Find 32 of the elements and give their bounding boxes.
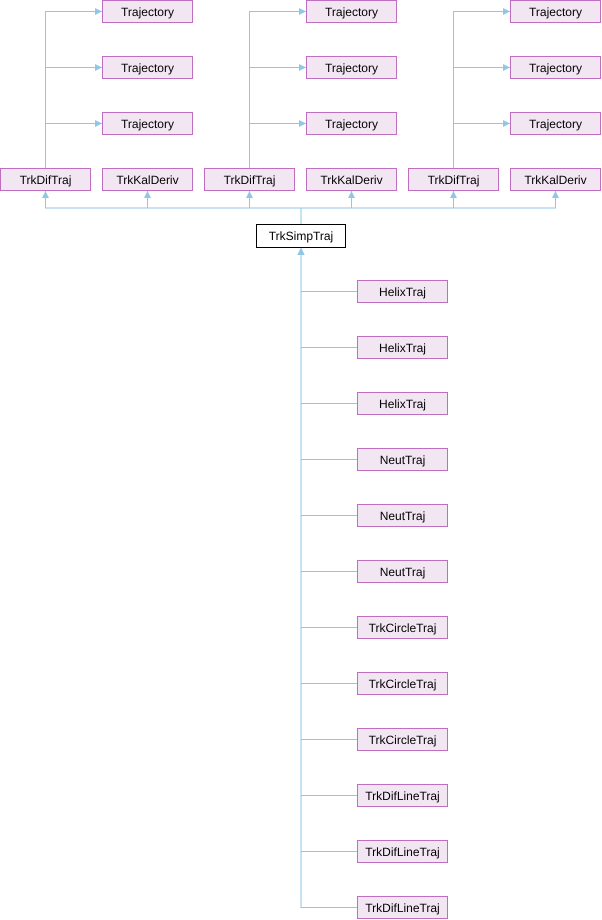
class-box: Trajectory [306,112,397,135]
class-box: TrkKalDeriv [102,168,193,191]
class-box: NeutTraj [357,560,448,583]
class-box: Trajectory [306,56,397,79]
class-box: TrkCircleTraj [357,616,448,639]
class-box: TrkDifLineTraj [357,784,448,807]
inheritance-arrow [453,120,510,168]
class-box: NeutTraj [357,448,448,471]
class-box: Trajectory [510,112,601,135]
class-box: Trajectory [510,56,601,79]
class-box: TrkKalDeriv [306,168,397,191]
class-box: TrkDifTraj [0,168,91,191]
class-box: NeutTraj [357,504,448,527]
class-box: Trajectory [102,0,193,23]
inheritance-arrow [249,120,306,168]
class-box: HelixTraj [357,336,448,359]
class-box: Trajectory [306,0,397,23]
inheritance-arrow [300,190,559,224]
class-box: Trajectory [510,0,601,23]
class-box: TrkDifTraj [408,168,499,191]
class-box: TrkKalDeriv [510,168,601,191]
current-class-box: TrkSimpTraj [256,224,346,248]
inheritance-arrow [45,120,102,168]
class-box: TrkDifLineTraj [357,840,448,863]
class-box: TrkDifTraj [204,168,295,191]
class-box: TrkCircleTraj [357,672,448,695]
class-box: TrkDifLineTraj [357,896,448,919]
class-box: Trajectory [102,112,193,135]
class-box: TrkCircleTraj [357,728,448,751]
class-box: Trajectory [102,56,193,79]
class-box: HelixTraj [357,392,448,415]
class-box: HelixTraj [357,280,448,303]
